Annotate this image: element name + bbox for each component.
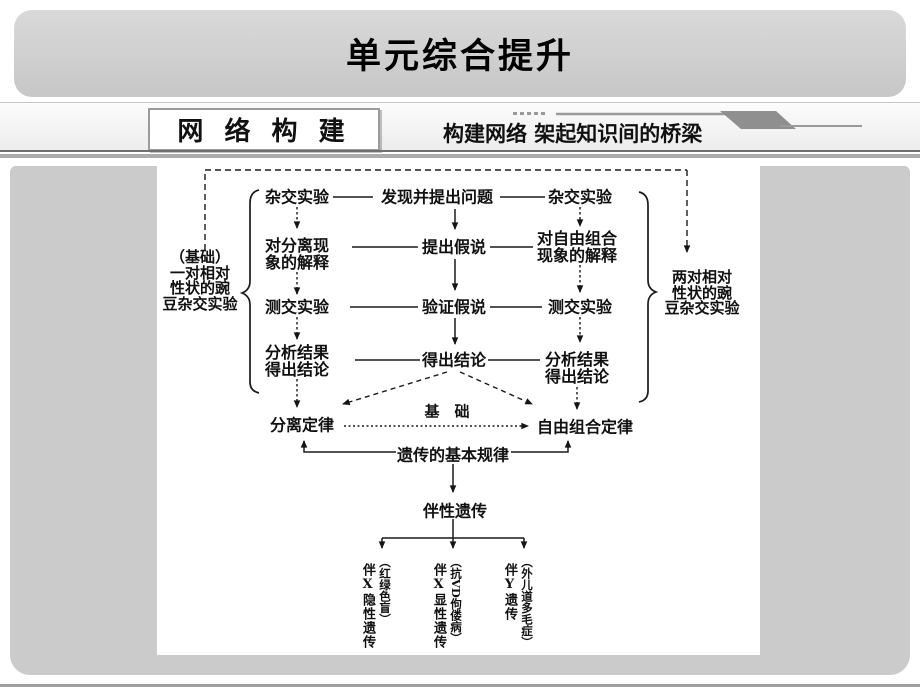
bottom-item-example: （抗VD佝偻病） [449, 556, 463, 644]
node-verify-hypothesis: 验证假说 [421, 297, 487, 317]
band-decoration [513, 111, 862, 129]
node-testcross-1: 测交实验 [264, 297, 330, 317]
label-line: 性状的豌 [169, 279, 231, 297]
bottom-item-x-dominant: 伴X显性遗传 （抗VD佝偻病） [431, 556, 463, 649]
section-bar: 网 络 构 建 构建网络 架起知识间的桥梁 [0, 102, 920, 152]
label-line: 两对相对 [671, 267, 733, 286]
section-tagline: 构建网络 架起知识间的桥梁 [443, 122, 703, 146]
bottom-item-example: （红绿色盲） [378, 556, 392, 625]
node-law-of-segregation: 分离定律 [269, 415, 335, 435]
node-free-combination-explanation: 对自由组合 现象的解释 [537, 230, 617, 264]
node-discover-question: 发现并提出问题 [380, 187, 494, 207]
label-two-pair-experiment: 两对相对 性状的豌 豆杂交实验 [664, 267, 740, 317]
node-cross-experiment-2: 杂交实验 [547, 187, 613, 207]
node-line: 得出结论 [544, 367, 610, 386]
bottom-item-example: （外儿道多毛症） [520, 556, 534, 648]
bottom-item-label: 伴X显性遗传 [431, 563, 446, 649]
bottom-border-line [0, 684, 920, 687]
decor-flag-shape [720, 111, 796, 129]
section-badge-label: 网 络 构 建 [177, 117, 351, 147]
node-sex-linked-inheritance: 伴性遗传 [422, 501, 488, 521]
divider-line-thick [0, 154, 920, 158]
section-badge: 网 络 构 建 [148, 108, 380, 151]
bottom-item-x-recessive: 伴X隐性遗传 （红绿色盲） [360, 556, 392, 649]
node-analyze-conclude-1: 分析结果 得出结论 [265, 344, 329, 378]
bottom-item-label: 伴X隐性遗传 [360, 563, 375, 649]
node-propose-hypothesis: 提出假说 [421, 237, 487, 257]
label-basis: 基 础 [424, 402, 470, 421]
node-line: 现象的解释 [536, 246, 618, 265]
bottom-item-y-linked: 伴Y遗传 （外儿道多毛症） [502, 556, 534, 648]
bottom-item-label: 伴Y遗传 [502, 563, 517, 621]
node-cross-experiment-1: 杂交实验 [264, 187, 330, 207]
decor-dashes [513, 112, 545, 115]
label-line: 一对相对 [169, 263, 231, 282]
label-line: 豆杂交实验 [162, 294, 238, 313]
node-line: 象的解释 [264, 253, 330, 272]
page-title-banner: 单元综合提升 [14, 10, 906, 97]
node-line: 分析结果 [264, 343, 330, 362]
node-basic-laws-of-heredity: 遗传的基本规律 [396, 445, 510, 465]
label-line: 豆杂交实验 [664, 298, 740, 317]
node-line: 分析结果 [544, 350, 610, 369]
node-line: 对分离现 [264, 236, 330, 255]
label-line: （基础） [169, 248, 231, 266]
label-line: 性状的豌 [671, 283, 733, 302]
page-title: 单元综合提升 [345, 36, 574, 77]
label-one-pair-experiment: （基础） 一对相对 性状的豌 豆杂交实验 [162, 248, 238, 313]
node-testcross-2: 测交实验 [547, 297, 613, 317]
node-analyze-conclude-2: 分析结果 得出结论 [545, 351, 609, 385]
divider-line-thin [0, 150, 920, 152]
node-law-of-free-combination: 自由组合定律 [536, 417, 634, 437]
node-line: 对自由组合 [536, 229, 618, 248]
node-draw-conclusion: 得出结论 [421, 350, 487, 370]
node-segregation-explanation: 对分离现 象的解释 [265, 237, 329, 271]
node-line: 得出结论 [264, 360, 330, 379]
